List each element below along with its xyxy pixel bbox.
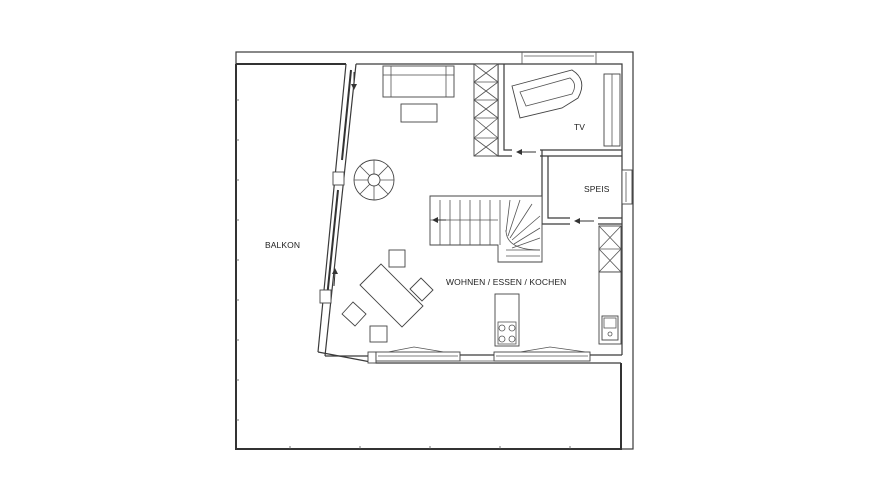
facade-column — [319, 289, 332, 304]
round-table — [353, 159, 395, 201]
room-label-tv: TV — [574, 122, 585, 132]
facade-column — [332, 171, 345, 186]
facade-wall — [317, 63, 377, 364]
room-label-wohnen: WOHNEN / ESSEN / KOCHEN — [446, 277, 566, 287]
shelf-unit-top — [473, 63, 499, 157]
staircase — [429, 195, 543, 263]
outer-walls — [235, 51, 634, 450]
kitchen-island — [494, 293, 520, 347]
facade-column — [367, 351, 377, 364]
tv-sofa — [511, 69, 621, 147]
speis-window — [621, 169, 633, 205]
shelf-unit-kitchen — [598, 225, 622, 345]
arrows — [332, 72, 594, 287]
room-label-speis: SPEIS — [584, 184, 610, 194]
windows-bottom — [375, 346, 591, 362]
dining-table — [341, 249, 434, 343]
coffee-table — [400, 103, 438, 123]
room-label-balkon: BALKON — [265, 240, 300, 250]
sofa — [382, 65, 455, 98]
